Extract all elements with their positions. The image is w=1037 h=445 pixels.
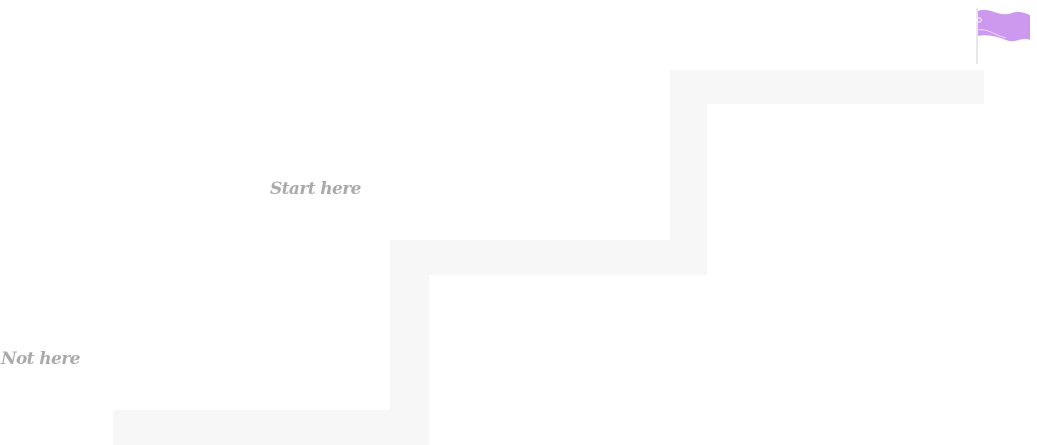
start-here-label: Start here bbox=[270, 179, 361, 199]
flag-icon[interactable] bbox=[972, 6, 1034, 68]
stair-step-bottom bbox=[113, 410, 429, 445]
stair-step-middle bbox=[390, 240, 707, 275]
stair-riser-2 bbox=[670, 70, 707, 275]
stair-step-top bbox=[670, 70, 984, 104]
not-here-label: Not here bbox=[1, 349, 80, 369]
